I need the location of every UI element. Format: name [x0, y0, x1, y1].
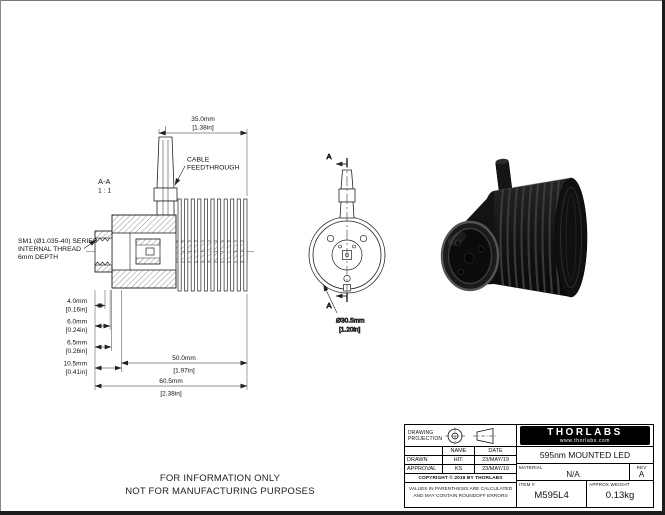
- copyright-line: COPYRIGHT © 2019 BY THORLABS: [405, 474, 516, 483]
- page-edge-bottom: [0, 511, 665, 515]
- projection-label-line1: DRAWING: [408, 429, 434, 436]
- item-cell: ITEM # M595L4: [517, 481, 586, 507]
- title-block: DRAWING PROJECTION NAME DATE DRAWN HIT.: [404, 424, 654, 508]
- dimension-lines: [94, 130, 248, 389]
- dim-35mm-label: 35.0mm: [191, 116, 214, 123]
- name-header: NAME: [443, 447, 475, 456]
- information-notice: FOR INFORMATION ONLY NOT FOR MANUFACTURI…: [40, 473, 400, 498]
- drawing-projection-cell: DRAWING PROJECTION: [405, 425, 516, 447]
- material-value: N/A: [566, 470, 580, 479]
- weight-value: 0.13kg: [605, 490, 635, 501]
- dim-4in-label: [0.16in]: [66, 307, 88, 314]
- signature-table: NAME DATE DRAWN HIT. 23/MAY/19 APPROVAL …: [405, 447, 516, 474]
- sm1-note-3: 6mm DEPTH: [18, 254, 58, 261]
- thorlabs-logo-text: THORLABS: [547, 427, 623, 438]
- dim-6-5mm-label: 6.5mm: [67, 340, 87, 347]
- logo-cell: THORLABS www.thorlabs.com: [517, 425, 653, 447]
- thorlabs-logo: THORLABS www.thorlabs.com: [520, 426, 650, 445]
- photo-fin-ridges: [499, 180, 561, 295]
- dim-10-5mm-label: 10.5mm: [64, 361, 87, 368]
- dim-50in-label: [1.97in]: [173, 368, 195, 375]
- approval-name: KS: [443, 465, 475, 474]
- dim-6mm-label: 6.0mm: [67, 319, 87, 326]
- drawing-projection-label: DRAWING PROJECTION: [405, 430, 443, 442]
- rev-value: A: [638, 470, 645, 479]
- notice-line1: FOR INFORMATION ONLY: [159, 473, 281, 484]
- date-header: DATE: [475, 447, 516, 456]
- title-block-right: THORLABS www.thorlabs.com 595nm MOUNTED …: [517, 425, 653, 507]
- dia-30-5in-label: [1.20in]: [339, 327, 361, 334]
- drawing-title: 595nm MOUNTED LED: [517, 447, 653, 464]
- page-edge-right: [662, 0, 665, 515]
- item-label: ITEM #: [519, 482, 535, 487]
- dia-30-5mm-label: Ø30.5mm: [336, 318, 365, 325]
- dim-60-5in-label: [2.38in]: [160, 391, 182, 398]
- sig-corner-cell: [405, 447, 443, 456]
- heatsink-fins: [177, 198, 248, 292]
- sm1-note-2: INTERNAL THREAD: [18, 246, 81, 253]
- drawn-label: DRAWN: [405, 456, 443, 465]
- dim-10-5in-label: [0.41in]: [66, 369, 88, 376]
- disclaimer-line1: VALUES IN PARENTHESIS ARE CALCULATED: [408, 487, 513, 492]
- section-marker-bottom: A: [326, 301, 331, 310]
- third-angle-projection-icon: [445, 427, 497, 444]
- cable-feedthrough-label-2: FEEDTHROUGH: [187, 165, 240, 172]
- section-scale-label: 1 : 1: [98, 188, 111, 195]
- approval-label: APPROVAL: [405, 465, 443, 474]
- item-weight-row: ITEM # M595L4 APPROX WEIGHT 0.13kg: [517, 481, 653, 507]
- material-cell: MATERIAL N/A: [517, 464, 629, 480]
- approval-date: 23/MAY/19: [475, 465, 516, 474]
- cable-feedthrough-label-1: CABLE: [187, 157, 210, 164]
- product-photo: [440, 158, 588, 298]
- dim-4mm-label: 4.0mm: [67, 298, 87, 305]
- notice-line2: NOT FOR MANUFACTURING PURPOSES: [125, 485, 315, 497]
- item-value: M595L4: [534, 490, 569, 501]
- projection-label-line2: PROJECTION: [408, 435, 443, 442]
- material-rev-row: MATERIAL N/A REV A: [517, 464, 653, 481]
- dim-60-5mm-label: 60.5mm: [159, 378, 182, 385]
- dim-6-5in-label: [0.26in]: [66, 348, 88, 355]
- weight-cell: APPROX WEIGHT 0.13kg: [586, 481, 653, 507]
- cross-section-view: 35.0mm [1.38in] CABLE FEEDTHROUGH A-A 1 …: [18, 116, 254, 398]
- sm1-threaded-tube: [94, 230, 113, 273]
- rev-cell: REV A: [629, 464, 653, 480]
- section-aa-label: A-A: [98, 177, 111, 186]
- rev-label: REV: [636, 465, 647, 470]
- drawn-name: HIT.: [443, 456, 475, 465]
- title-block-left: DRAWING PROJECTION NAME DATE DRAWN HIT.: [405, 425, 517, 507]
- section-marker-top: A: [326, 152, 331, 161]
- sm1-leader-line: [83, 239, 97, 249]
- cable-leader-line: [174, 165, 186, 186]
- weight-label: APPROX WEIGHT: [589, 482, 630, 487]
- page-edge-left: [0, 0, 1, 515]
- dim-35in-label: [1.38in]: [192, 125, 214, 132]
- material-label: MATERIAL: [519, 465, 543, 470]
- thorlabs-logo-url: www.thorlabs.com: [559, 438, 611, 444]
- dim-50mm-label: 50.0mm: [172, 355, 195, 362]
- disclaimer: VALUES IN PARENTHESIS ARE CALCULATED AND…: [405, 483, 516, 507]
- disclaimer-line2: AND MAY CONTAIN ROUNDOFF ERRORS: [413, 493, 508, 499]
- sm1-note-1: SM1 (Ø1.035-40) SERIES: [18, 238, 98, 245]
- cable-feedthrough-tube: [153, 136, 178, 231]
- dim-6in-label: [0.24in]: [66, 327, 88, 334]
- page-edge-top: [0, 0, 665, 1]
- drawn-date: 23/MAY/19: [475, 456, 516, 465]
- led-housing-section: [111, 214, 177, 289]
- front-view: A A Ø30.5mm [1.20in]: [308, 152, 386, 334]
